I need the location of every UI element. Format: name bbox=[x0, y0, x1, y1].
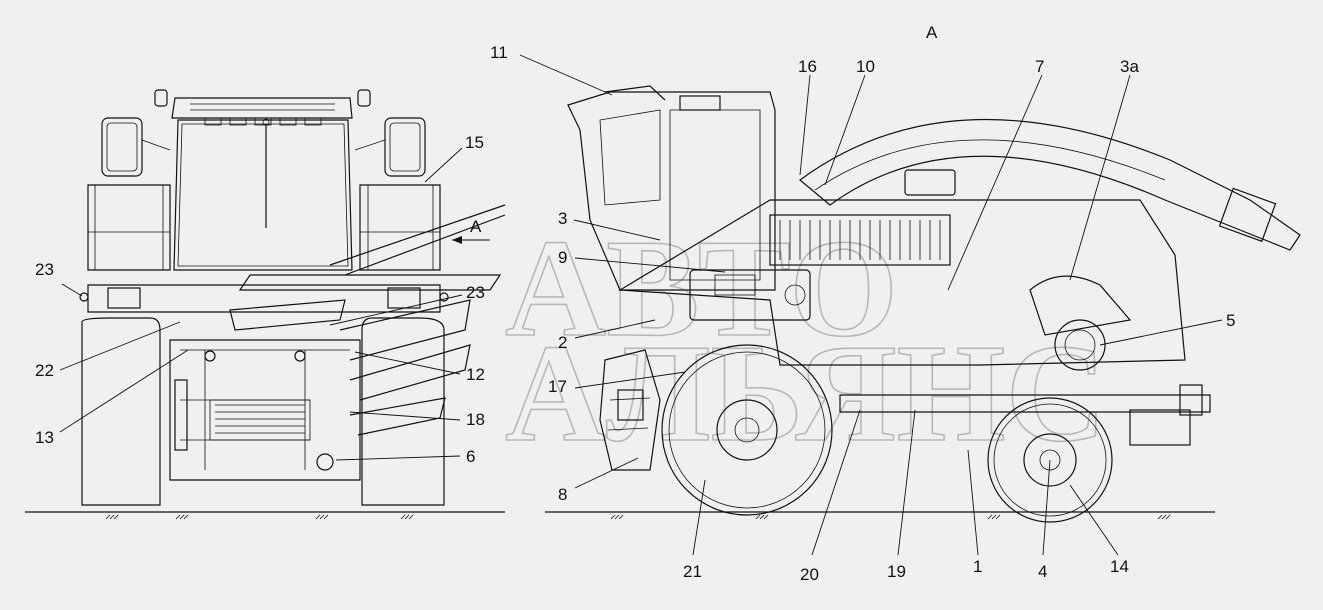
watermark: АВТО АЛЬЯНС bbox=[504, 210, 1107, 472]
callout-9: 9 bbox=[558, 248, 567, 267]
callout-22: 22 bbox=[35, 361, 54, 380]
callout-18: 18 bbox=[466, 410, 485, 429]
arrow-label: А bbox=[470, 217, 482, 236]
side-view bbox=[567, 85, 1301, 523]
view-label: А bbox=[926, 23, 938, 42]
callout-1: 1 bbox=[973, 557, 982, 576]
callout-7: 7 bbox=[1035, 57, 1044, 76]
watermark-line1: АВТО bbox=[505, 211, 898, 366]
callout-8: 8 bbox=[558, 485, 567, 504]
callout-3a: 3а bbox=[1120, 57, 1139, 76]
callout-6: 6 bbox=[466, 447, 475, 466]
ground-lines bbox=[25, 511, 1215, 520]
callout-labels: А А 15 23 23 22 13 12 18 6 11 16 10 7 3а… bbox=[35, 23, 1235, 584]
leader-lines bbox=[59, 54, 1223, 556]
callout-15: 15 bbox=[465, 133, 484, 152]
callout-11: 11 bbox=[490, 43, 508, 62]
callout-12: 12 bbox=[466, 365, 485, 384]
front-view bbox=[79, 89, 506, 506]
callout-14: 14 bbox=[1110, 557, 1129, 576]
callout-16: 16 bbox=[798, 57, 817, 76]
callout-5: 5 bbox=[1226, 311, 1235, 330]
callout-23-right: 23 bbox=[466, 283, 485, 302]
callout-23-left: 23 bbox=[35, 260, 54, 279]
callout-20: 20 bbox=[800, 565, 819, 584]
callout-19: 19 bbox=[887, 562, 906, 581]
callout-2: 2 bbox=[558, 333, 567, 352]
callout-17: 17 bbox=[548, 377, 567, 396]
callout-13: 13 bbox=[35, 428, 54, 447]
watermark-line2: АЛЬЯНС bbox=[505, 316, 1107, 471]
callout-4: 4 bbox=[1038, 562, 1047, 581]
callout-3: 3 bbox=[558, 209, 567, 228]
callout-10: 10 bbox=[856, 57, 875, 76]
callout-21: 21 bbox=[683, 562, 702, 581]
